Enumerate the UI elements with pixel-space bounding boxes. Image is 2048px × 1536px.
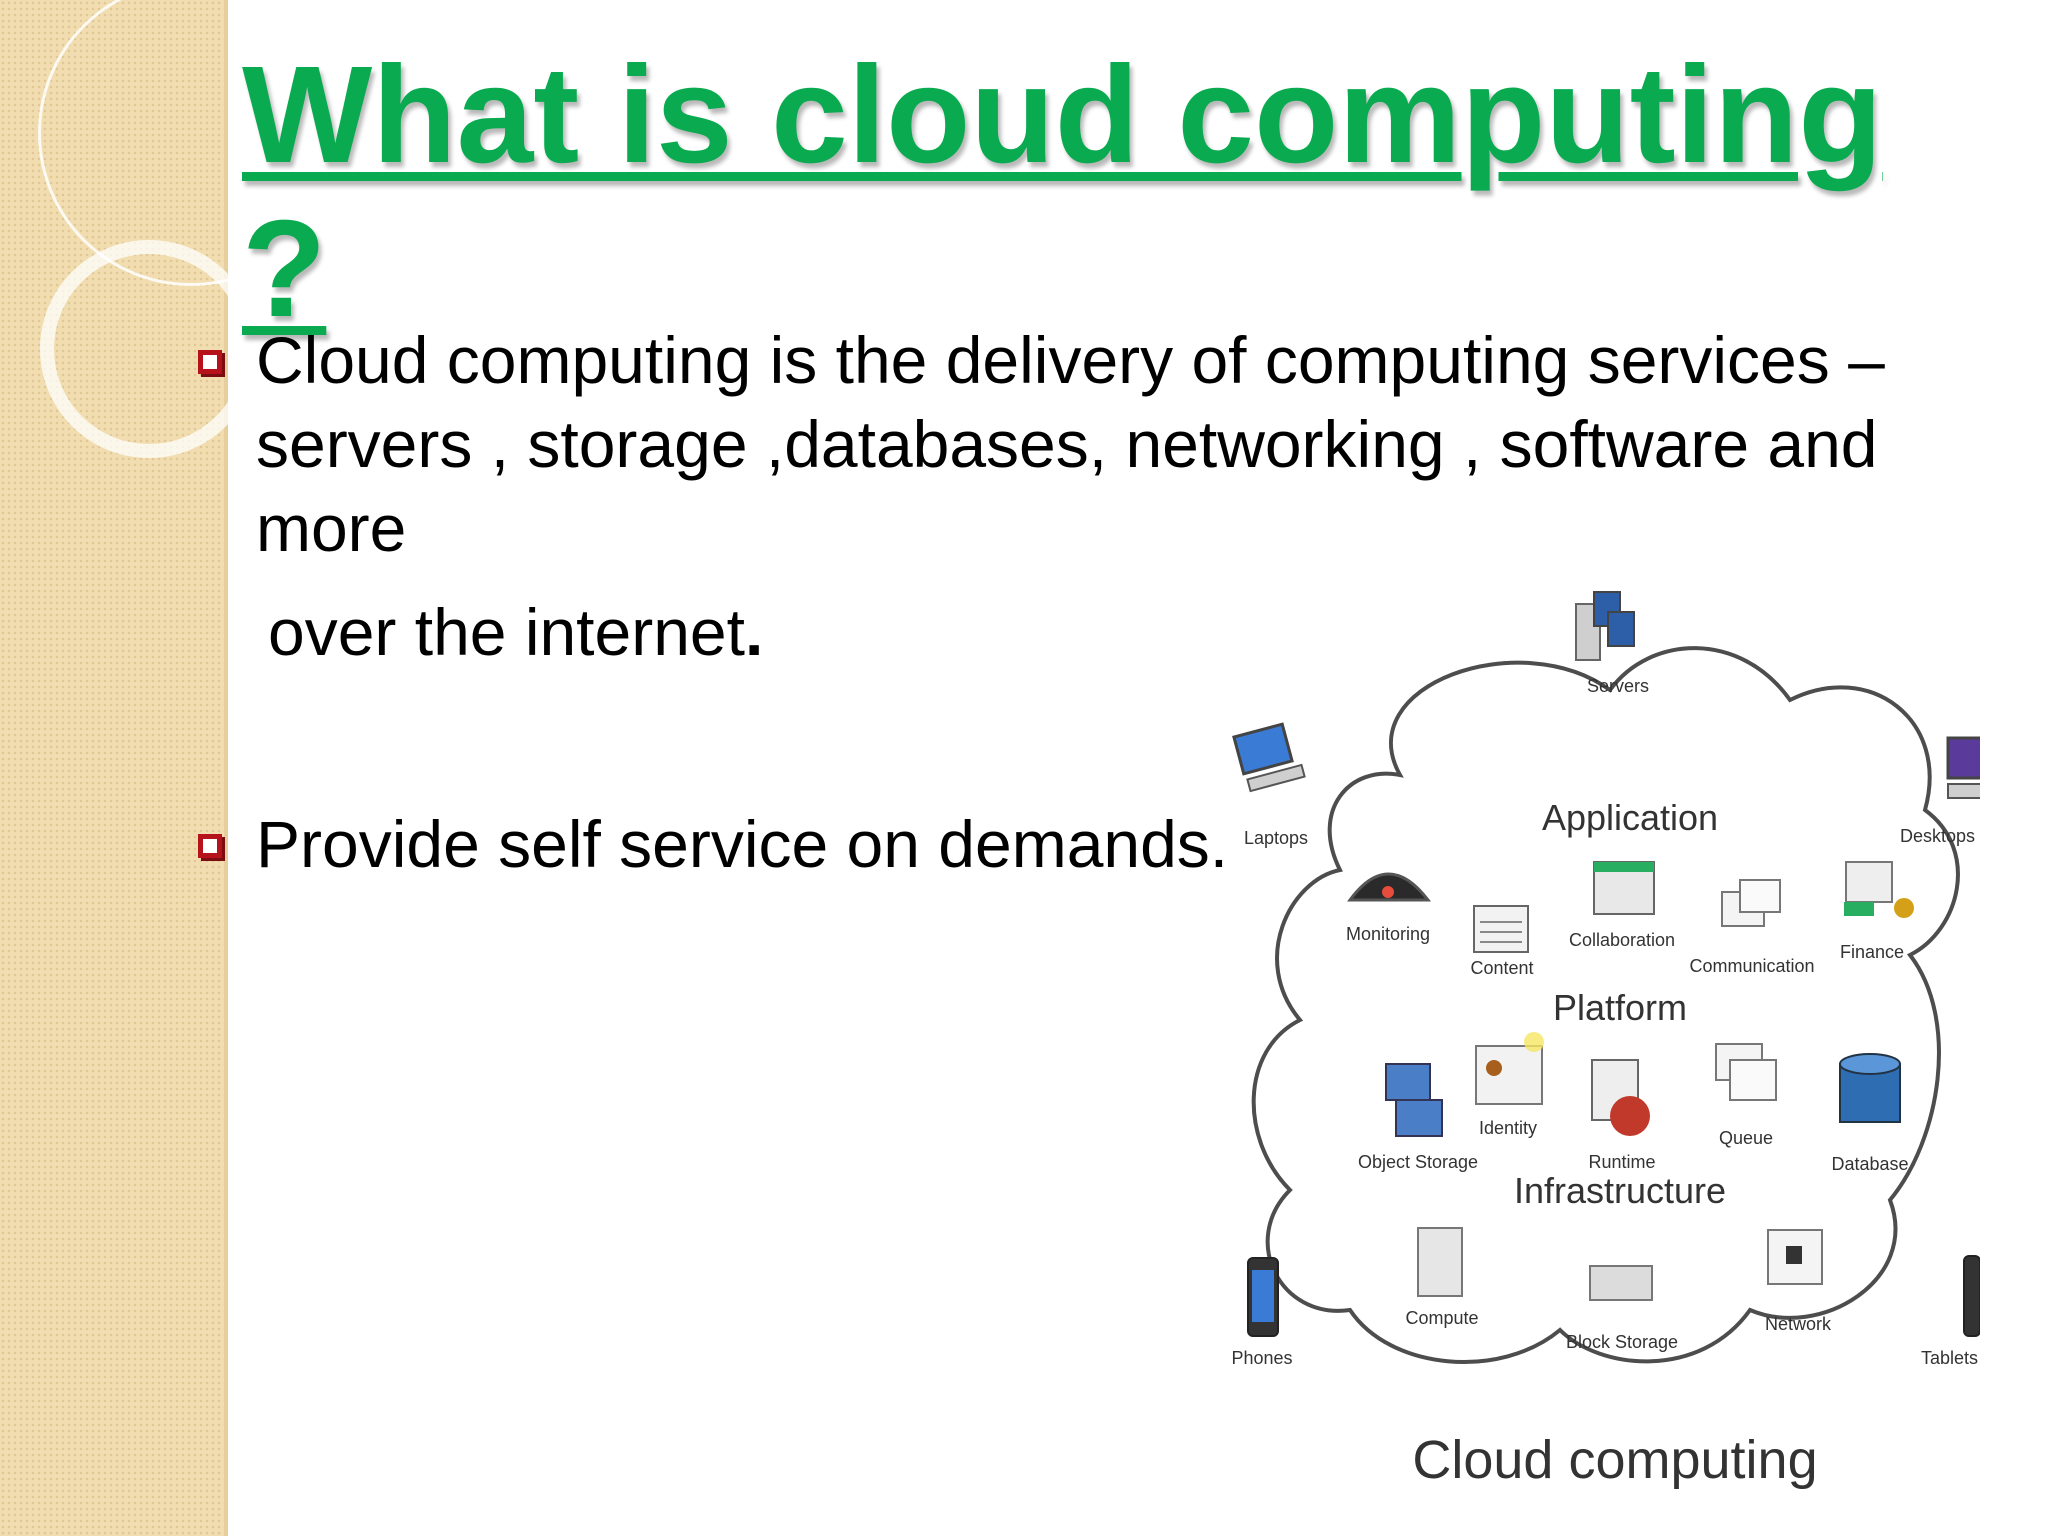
collaboration-label: Collaboration [1569, 930, 1675, 950]
bullet-icon [198, 834, 222, 858]
object-storage-icon [1385, 1063, 1443, 1137]
compute-icon [1417, 1227, 1463, 1297]
section-application: Application [1542, 797, 1718, 838]
object-storage-label: Object Storage [1358, 1152, 1478, 1172]
phones-icon [1247, 1257, 1279, 1337]
servers-icon [1575, 591, 1635, 661]
cloud-outline [1251, 646, 1960, 1364]
queue-icon [1715, 1043, 1777, 1101]
communication-icon [1721, 879, 1781, 927]
runtime-icon [1591, 1059, 1650, 1136]
block-storage-label: Block Storage [1566, 1332, 1678, 1352]
bullet-text-2: Provide self service on demands. [256, 807, 1229, 881]
section-infrastructure: Infrastructure [1514, 1170, 1726, 1211]
network-label: Network [1765, 1314, 1832, 1334]
finance-icon [1844, 861, 1914, 918]
laptops-label: Laptops [1244, 828, 1308, 848]
bullet-text-1-continuation: over the internet. [268, 594, 763, 670]
cloud-computing-diagram: Application Platform Infrastructure Clou… [1231, 591, 1980, 1490]
database-label: Database [1831, 1154, 1908, 1174]
servers-label: Servers [1587, 676, 1649, 696]
diagram-caption: Cloud computing [1412, 1430, 1817, 1490]
continuation-text: over the internet [268, 595, 745, 669]
decorative-ring [40, 240, 258, 458]
identity-label: Identity [1479, 1118, 1537, 1138]
runtime-label: Runtime [1588, 1152, 1655, 1172]
tablets-label: Tablets [1921, 1348, 1978, 1368]
finance-label: Finance [1840, 942, 1904, 962]
block-storage-icon [1589, 1265, 1653, 1301]
content-label: Content [1470, 958, 1533, 978]
network-icon [1767, 1229, 1823, 1285]
communication-label: Communication [1689, 956, 1814, 976]
tablets-icon [1963, 1255, 1980, 1337]
continuation-period: . [744, 595, 764, 669]
page-title: What is cloud computing ? [242, 38, 1883, 346]
monitoring-icon [1347, 872, 1432, 902]
phones-label: Phones [1231, 1348, 1292, 1368]
desktops-label: Desktops [1900, 826, 1975, 846]
laptops-icon [1232, 722, 1306, 793]
content-icon [1473, 905, 1529, 953]
identity-icon [1475, 1032, 1544, 1105]
desktops-icon [1946, 736, 1980, 799]
section-platform: Platform [1553, 987, 1687, 1028]
monitoring-label: Monitoring [1346, 924, 1430, 944]
compute-label: Compute [1405, 1308, 1478, 1328]
bullet-icon [198, 350, 222, 374]
queue-label: Queue [1719, 1128, 1773, 1148]
collaboration-icon [1593, 861, 1655, 915]
bullet-text-1: Cloud computing is the delivery of compu… [256, 323, 1885, 565]
sidebar-edge [224, 0, 228, 1536]
database-icon [1839, 1053, 1901, 1123]
